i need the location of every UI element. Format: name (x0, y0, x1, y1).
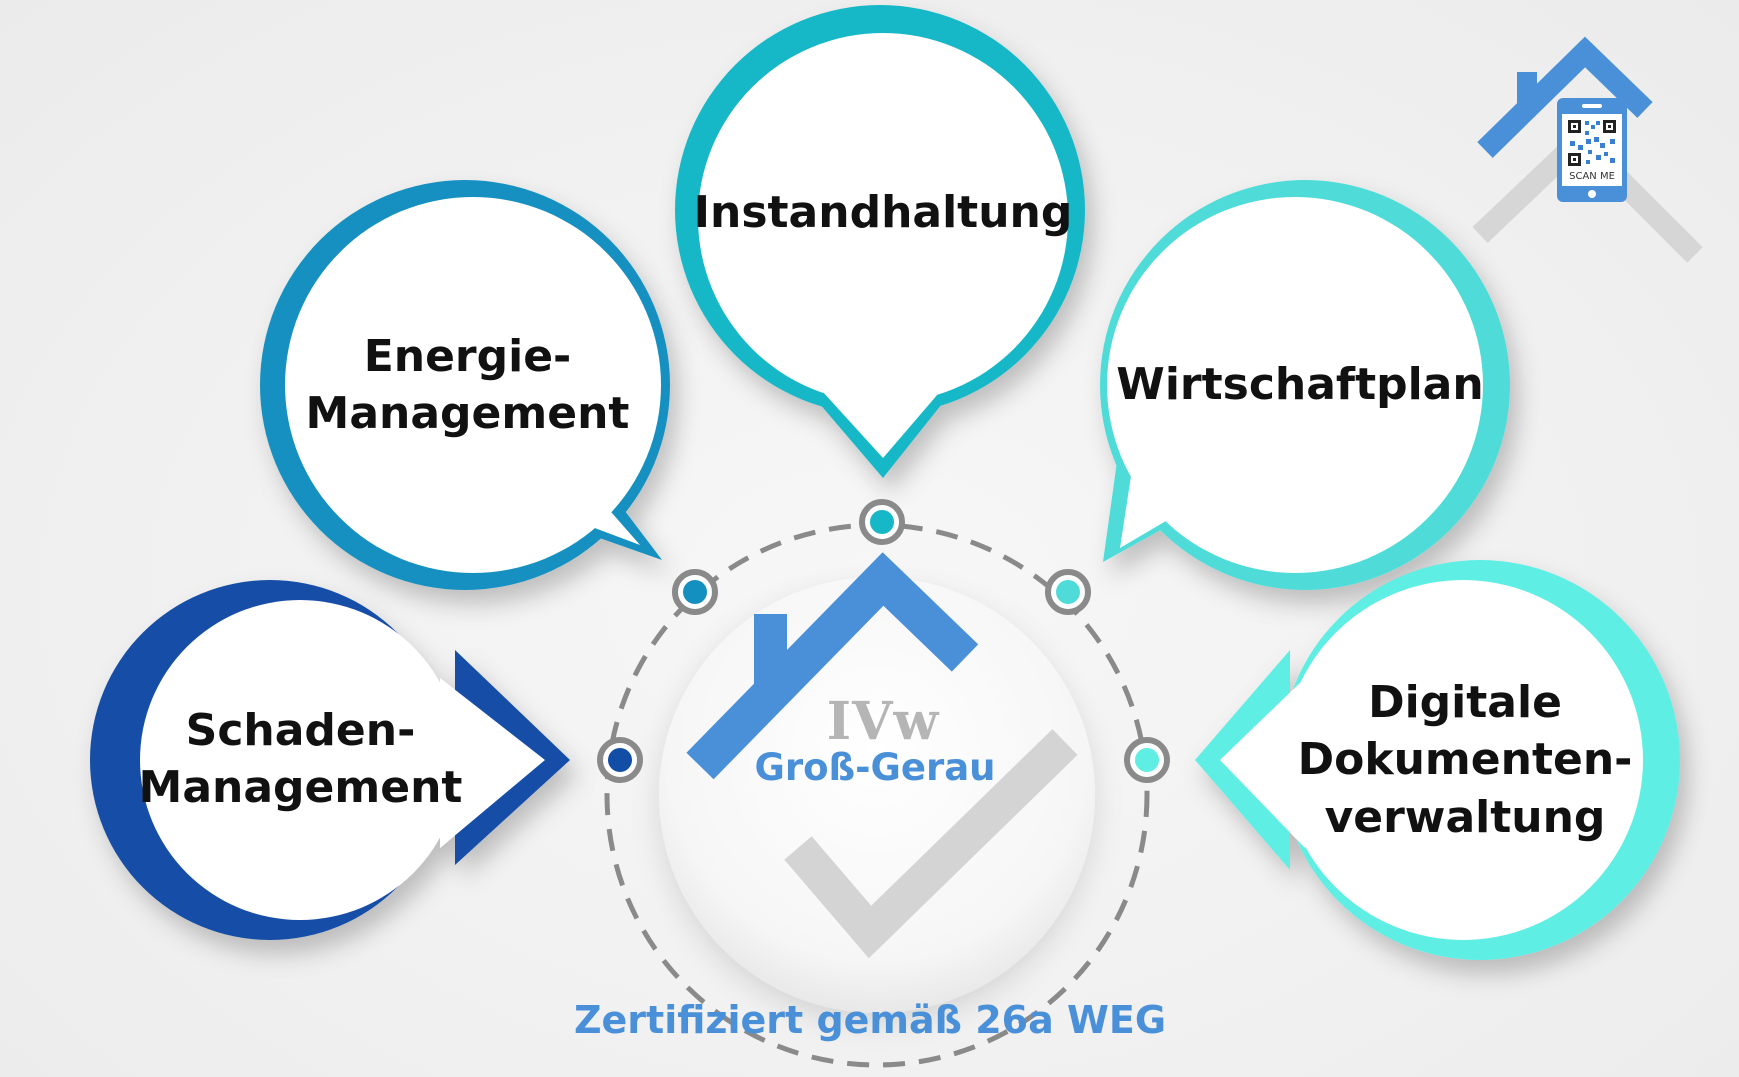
label-energie-line-2: Management (305, 388, 630, 439)
orbit-node-schaden (597, 737, 643, 783)
label-digitale-line-1: Digitale (1368, 677, 1562, 729)
label-instandhaltung-line-1: Instandhaltung (693, 187, 1073, 239)
label-wirtschaftplan: Wirtschaftplan (1115, 330, 1485, 440)
bubble-energie (260, 180, 670, 590)
label-digitale-line-2: Dokumenten- (1297, 734, 1633, 786)
bubble-schaden (90, 580, 570, 940)
label-schaden-line-1: Schaden- (185, 704, 416, 756)
label-energie: Energie- Management (290, 310, 645, 460)
qr-badge-logo (1472, 36, 1703, 263)
orbit-node-digitale (1124, 737, 1170, 783)
orbit-node-wirtschaftplan (1045, 569, 1091, 615)
label-schaden-line-2: Management (138, 762, 463, 813)
center-house-roof-icon (686, 552, 979, 780)
orbit-node-energie (672, 569, 718, 615)
qr-caption: SCAN ME (1569, 171, 1615, 182)
label-wirtschaftplan-line-1: Wirtschaftplan (1116, 359, 1484, 411)
orbit-node-instandhaltung (859, 499, 905, 545)
qr-code-icon (1567, 119, 1617, 167)
bubble-digitale (1195, 560, 1680, 960)
label-digitale: Digitale Dokumenten- verwaltung (1290, 655, 1640, 865)
label-energie-line-1: Energie- (363, 330, 572, 382)
center-logo-initials: IVw (826, 691, 940, 752)
center-checkmark-icon (784, 729, 1078, 959)
label-digitale-line-3: verwaltung (1324, 791, 1606, 843)
label-instandhaltung: Instandhaltung (694, 158, 1073, 268)
center-location: Groß-Gerau (754, 746, 996, 789)
bubble-wirtschaftplan (1100, 180, 1510, 590)
certification-note: Zertifiziert gemäß 26a WEG (573, 998, 1167, 1042)
label-schaden: Schaden- Management (128, 684, 473, 834)
bubble-instandhaltung (675, 5, 1085, 478)
